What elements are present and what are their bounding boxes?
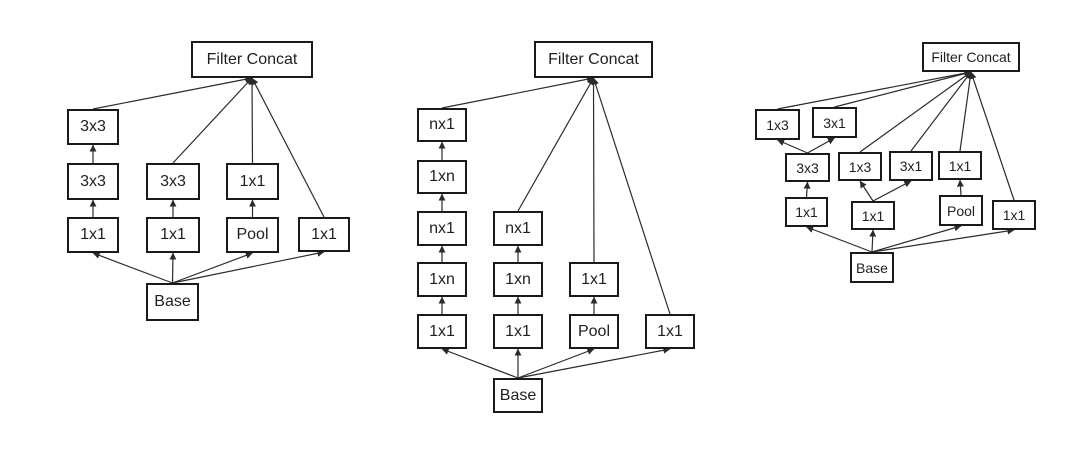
edge-base-to-b1-1x1 [441, 348, 519, 379]
node-d3-l-1x1-a: 1x1 [785, 197, 828, 227]
edge-m-3x1-to-filter-concat [910, 71, 972, 152]
node-d2-b1-nx1-3: nx1 [417, 211, 467, 246]
node-d1-b1-3x3-top: 3x3 [67, 109, 119, 145]
edge-b1-nx1-top-to-filter-concat [441, 75, 594, 109]
node-d2-base: Base [493, 378, 543, 413]
edge-l-pool-to-m-1x1 [956, 179, 964, 196]
edge-t-3x1-to-filter-concat [834, 70, 972, 108]
node-d3-m-3x1: 3x1 [889, 151, 933, 181]
node-d2-b2-1xn: 1xn [493, 262, 543, 297]
diagram-2-edges [438, 75, 671, 379]
node-d1-filter-concat: Filter Concat [191, 41, 313, 78]
edge-b4-1x1-to-filter-concat [251, 77, 325, 218]
edge-m-3x3-to-t-1x3 [777, 139, 808, 154]
node-d3-m-1x1: 1x1 [938, 151, 982, 180]
edge-b3-1x1-to-filter-concat [248, 77, 256, 164]
edge-b3-1x1-to-filter-concat [590, 77, 598, 263]
node-d1-b1-3x3: 3x3 [67, 163, 119, 200]
node-d2-b1-1xn-2: 1xn [417, 160, 467, 194]
edge-m-3x3-to-t-3x1 [807, 137, 835, 154]
edge-m-1x3-to-filter-concat [859, 71, 972, 153]
edge-m-1x1-to-filter-concat [959, 71, 974, 152]
node-d3-t-1x3: 1x3 [755, 109, 800, 140]
edge-base-to-b4-1x1 [172, 249, 325, 284]
node-d2-filter-concat: Filter Concat [534, 41, 653, 78]
node-d2-b2-nx1: nx1 [493, 211, 543, 246]
node-d2-b4-1x1: 1x1 [645, 314, 695, 349]
edge-t-1x3-to-filter-concat [777, 69, 972, 110]
diagram-1-edges [89, 75, 325, 284]
edge-l-1x1-b-to-m-1x3 [859, 180, 874, 202]
node-d1-b1-1x1: 1x1 [67, 217, 119, 253]
edge-b1-3x3-top-to-filter-concat [92, 75, 253, 110]
edge-base-to-l-pool [871, 224, 962, 253]
node-d2-b3-1x1: 1x1 [569, 262, 619, 297]
node-d3-filter-concat: Filter Concat [922, 42, 1020, 72]
edge-l-1x1-a-to-m-3x3 [803, 181, 811, 198]
edge-base-to-l-1x1-a [806, 226, 873, 253]
edge-l-1x1-c-to-filter-concat [969, 71, 1015, 201]
edge-base-to-l-1x1-b [869, 229, 877, 253]
node-d2-b3-pool: Pool [569, 314, 619, 349]
node-d1-b2-3x3: 3x3 [146, 163, 200, 200]
node-d2-b1-1x1: 1x1 [417, 314, 467, 349]
node-d3-l-1x1-c: 1x1 [992, 200, 1036, 230]
node-d1-b2-1x1: 1x1 [146, 217, 200, 253]
node-d1-b4-1x1: 1x1 [298, 217, 350, 252]
node-d1-base: Base [146, 283, 199, 321]
edge-b2-nx1-to-filter-concat [517, 77, 595, 212]
edge-b4-1x1-to-filter-concat [592, 77, 671, 315]
node-d3-m-1x3: 1x3 [838, 152, 882, 181]
node-d1-b3-1x1: 1x1 [226, 163, 279, 200]
node-d2-b1-1xn-4: 1xn [417, 262, 467, 297]
edge-b2-3x3-to-filter-concat [172, 77, 253, 164]
node-d1-b3-pool: Pool [226, 217, 279, 253]
edge-base-to-b1-1x1 [92, 252, 173, 284]
node-d3-l-pool: Pool [939, 195, 983, 226]
edge-l-1x1-b-to-m-3x1 [872, 180, 912, 202]
node-d3-m-3x3: 3x3 [785, 153, 830, 182]
edge-base-to-b3-pool [517, 348, 595, 379]
node-d3-base: Base [850, 252, 894, 283]
edge-base-to-l-1x1-c [871, 227, 1015, 253]
node-d3-l-1x1-b: 1x1 [851, 201, 895, 230]
edge-base-to-b4-1x1 [517, 346, 671, 379]
diagram-3-edges [777, 69, 1015, 253]
edge-base-to-b2-1x1 [169, 252, 177, 284]
node-d2-b2-1x1: 1x1 [493, 314, 543, 349]
edge-base-to-b3-pool [172, 252, 253, 284]
node-d2-b1-nx1-top: nx1 [417, 108, 467, 142]
node-d3-t-3x1: 3x1 [812, 107, 857, 138]
